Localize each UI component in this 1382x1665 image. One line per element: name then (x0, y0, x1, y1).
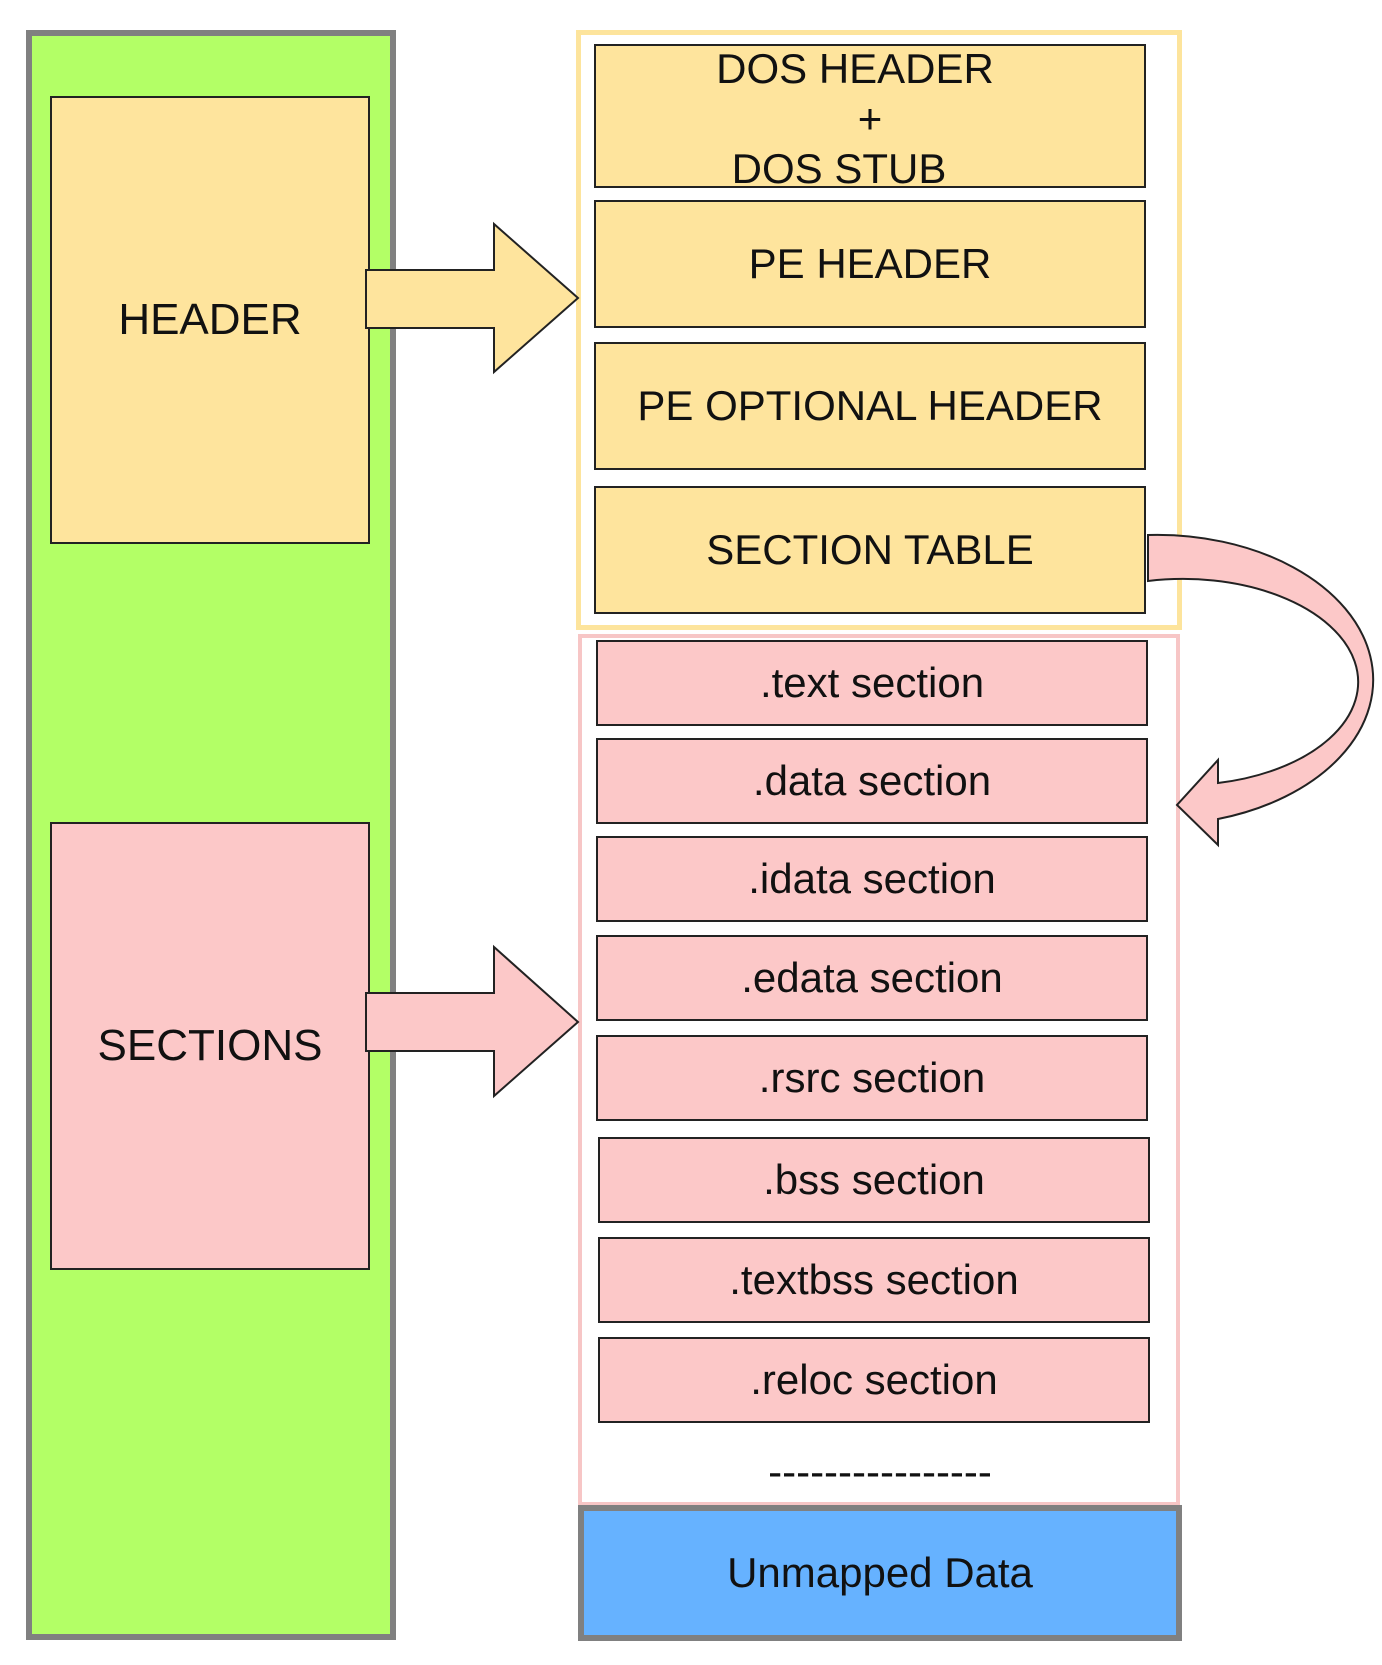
section-table-block: SECTION TABLE (594, 486, 1146, 614)
pe-header-label: PE HEADER (748, 240, 992, 287)
pe-optional-header-block: PE OPTIONAL HEADER (594, 342, 1146, 470)
section-label: .rsrc section (758, 1054, 986, 1101)
dos-header-stub-block: DOS HEADER + DOS STUB (594, 44, 1146, 190)
textbss-section-block: .textbss section (598, 1237, 1150, 1323)
sections-arrow (365, 944, 580, 1099)
sections-block: SECTIONS (50, 822, 370, 1270)
section-label: .text section (759, 659, 985, 706)
section-label: .idata section (748, 855, 996, 902)
section-label: .textbss section (729, 1256, 1019, 1303)
sections-block-label: SECTIONS (97, 1021, 323, 1070)
more-sections-ellipsis: ---------------- (768, 1448, 992, 1495)
idata-section-block: .idata section (596, 836, 1148, 922)
header-block-label: HEADER (118, 295, 302, 344)
pe-optional-header-label: PE OPTIONAL HEADER (637, 382, 1103, 429)
header-block: HEADER (50, 96, 370, 544)
section-table-label: SECTION TABLE (706, 526, 1034, 573)
section-label: .data section (752, 757, 992, 804)
dos-header-label: DOS HEADER (716, 45, 994, 92)
section-label: .bss section (763, 1156, 985, 1203)
edata-section-block: .edata section (596, 935, 1148, 1021)
dos-plus-label: + (857, 95, 883, 142)
section-label: .reloc section (750, 1356, 998, 1403)
rsrc-section-block: .rsrc section (596, 1035, 1148, 1121)
unmapped-data-label: Unmapped Data (727, 1549, 1033, 1596)
bss-section-block: .bss section (598, 1137, 1150, 1223)
pe-header-block: PE HEADER (594, 200, 1146, 328)
section-label: .edata section (741, 954, 1003, 1001)
dos-stub-label: DOS STUB (731, 145, 947, 192)
text-section-block: .text section (596, 640, 1148, 726)
data-section-block: .data section (596, 738, 1148, 824)
header-arrow (365, 221, 580, 375)
reloc-section-block: .reloc section (598, 1337, 1150, 1423)
section-table-curved-arrow (1147, 533, 1375, 848)
unmapped-data-block: Unmapped Data (578, 1505, 1182, 1641)
